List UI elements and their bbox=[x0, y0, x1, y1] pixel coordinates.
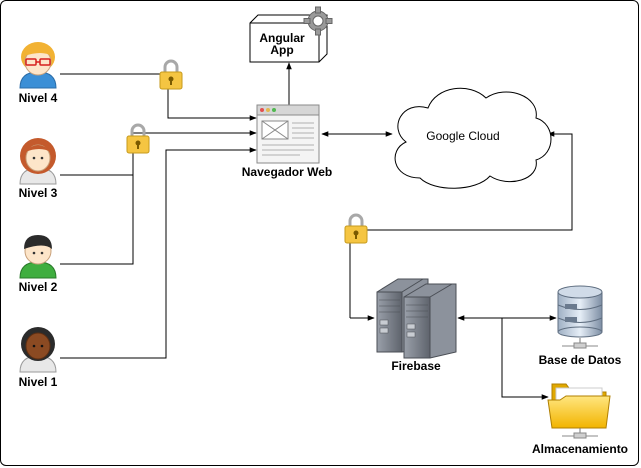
browser-window-icon bbox=[256, 104, 320, 164]
gear-icon bbox=[303, 6, 333, 36]
connector-nivel1 bbox=[60, 147, 257, 359]
user-avatar-icon bbox=[19, 42, 57, 89]
lock-icon bbox=[125, 123, 151, 155]
browser-label: Navegador Web bbox=[242, 165, 332, 179]
user-nivel4 bbox=[19, 42, 57, 89]
storage-node: Almacenamiento bbox=[532, 383, 628, 456]
connector-nivel4 bbox=[60, 73, 257, 121]
server-rack-icon bbox=[376, 278, 457, 359]
angular-app-label-1: Angular bbox=[259, 31, 305, 45]
database-label: Base de Datos bbox=[539, 353, 622, 367]
user-label-nivel2: Nivel 2 bbox=[19, 280, 58, 294]
user-nivel3 bbox=[19, 138, 57, 185]
database-node: Base de Datos bbox=[539, 285, 622, 367]
connector-firebase-cloud bbox=[349, 131, 573, 321]
connector-firebase-storage bbox=[501, 318, 549, 400]
user-label-nivel4: Nivel 4 bbox=[19, 91, 58, 105]
user-avatar-icon bbox=[19, 138, 57, 185]
angular-app-node: Angular App bbox=[249, 6, 333, 63]
firebase-label: Firebase bbox=[391, 359, 441, 373]
google-cloud-node: Google Cloud bbox=[394, 87, 552, 189]
connector-nivel3 bbox=[60, 130, 257, 176]
database-icon bbox=[557, 285, 603, 349]
angular-app-label-2: App bbox=[270, 43, 293, 57]
user-avatar-icon bbox=[19, 327, 57, 373]
google-cloud-label: Google Cloud bbox=[426, 129, 499, 143]
firebase-node: Firebase bbox=[376, 278, 457, 373]
storage-label: Almacenamiento bbox=[532, 442, 628, 456]
connector-nivel2 bbox=[60, 175, 134, 265]
lock-icon bbox=[158, 59, 184, 91]
lock-icon bbox=[343, 213, 369, 245]
user-label-nivel1: Nivel 1 bbox=[19, 375, 58, 389]
user-nivel2 bbox=[19, 235, 57, 279]
user-label-nivel3: Nivel 3 bbox=[19, 186, 58, 200]
user-nivel1 bbox=[19, 327, 57, 373]
browser-node: Navegador Web bbox=[242, 104, 332, 179]
user-avatar-icon bbox=[19, 235, 57, 279]
cloud-shape bbox=[394, 87, 552, 189]
folder-icon bbox=[547, 383, 611, 439]
